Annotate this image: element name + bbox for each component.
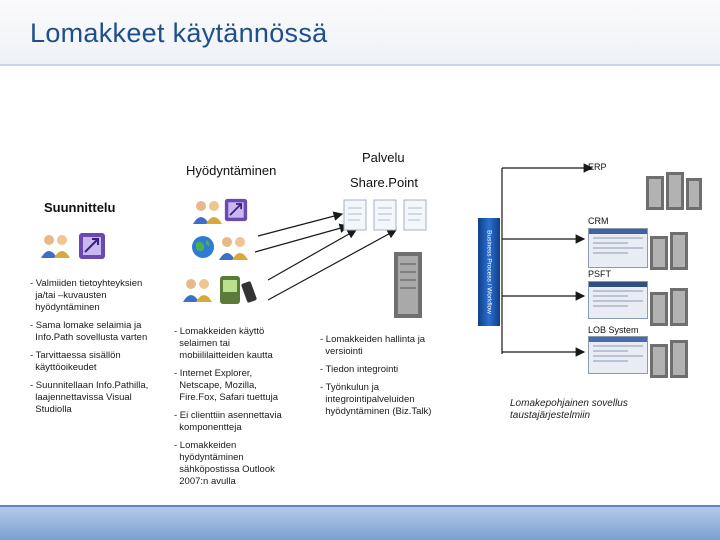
list-item: - Lomakkeiden hallinta ja versiointi (320, 334, 426, 357)
psft-screen (588, 281, 648, 319)
arrow-icon (254, 163, 594, 357)
lob-label: LOB System (588, 325, 639, 335)
list-item: - Lomakkeiden käyttö selaimen tai mobiil… (174, 326, 273, 361)
list-item: - Ei clienttiin asennettavia komponentte… (174, 410, 282, 433)
list-item: - Valmiiden tietoyhteyksien ja/tai –kuva… (30, 278, 143, 313)
people-icon (38, 232, 74, 265)
heading-hyodyntaminen: Hyödyntäminen (186, 163, 277, 178)
server-icon (648, 232, 688, 270)
lomakepohjainen-caption: Lomakepohjainen sovellus taustajärjestel… (510, 398, 628, 421)
page-title: Lomakkeet käytännössä (30, 18, 328, 48)
psft-label: PSFT (588, 269, 612, 279)
heading-sharepoint: Share.Point (350, 175, 418, 190)
heading-suunnittelu: Suunnittelu (44, 200, 116, 215)
title-underline (0, 64, 720, 66)
people-icon (180, 276, 216, 309)
server-icon (648, 340, 688, 378)
people-icon (190, 198, 226, 231)
list-item: - Tiedon integrointi (320, 364, 399, 375)
people-icon (216, 234, 252, 267)
workflow-banner: Business Process / Workflow (478, 218, 500, 326)
list-item: - Työnkulun ja integrointipalveluiden hy… (320, 382, 432, 417)
mobile-device-icon (218, 272, 262, 311)
lob-screen (588, 336, 648, 374)
document-icon (342, 196, 434, 241)
server-icon (648, 288, 688, 326)
workflow-label: Business Process / Workflow (485, 230, 493, 314)
list-item: - Suunnitellaan Info.Pathilla, laajennet… (30, 380, 149, 415)
infopath-icon (78, 232, 106, 265)
erp-label: ERP (588, 162, 607, 172)
title-bar: Lomakkeet käytännössä (0, 0, 720, 66)
palvelu-list: - Lomakkeiden hallinta ja versiointi - T… (320, 334, 431, 424)
list-item: - Lomakkeiden hyödyntäminen sähköpostiss… (174, 440, 275, 487)
server-icon (390, 250, 426, 327)
list-item: - Internet Explorer, Netscape, Mozilla, … (174, 368, 279, 403)
heading-palvelu: Palvelu (362, 150, 405, 165)
globe-icon (190, 234, 216, 265)
server-icon (644, 172, 702, 210)
list-item: - Tarvittaessa sisällön käyttöoikeudet (30, 350, 121, 373)
list-item: - Sama lomake selaimia ja Info.Path sove… (30, 320, 148, 343)
footer-bar (0, 505, 720, 540)
infopath-icon (224, 198, 248, 227)
crm-screen (588, 228, 648, 268)
hyodyntaminen-list: - Lomakkeiden käyttö selaimen tai mobiil… (174, 326, 282, 494)
suunnittelu-list: - Valmiiden tietoyhteyksien ja/tai –kuva… (30, 278, 148, 422)
crm-label: CRM (588, 216, 609, 226)
